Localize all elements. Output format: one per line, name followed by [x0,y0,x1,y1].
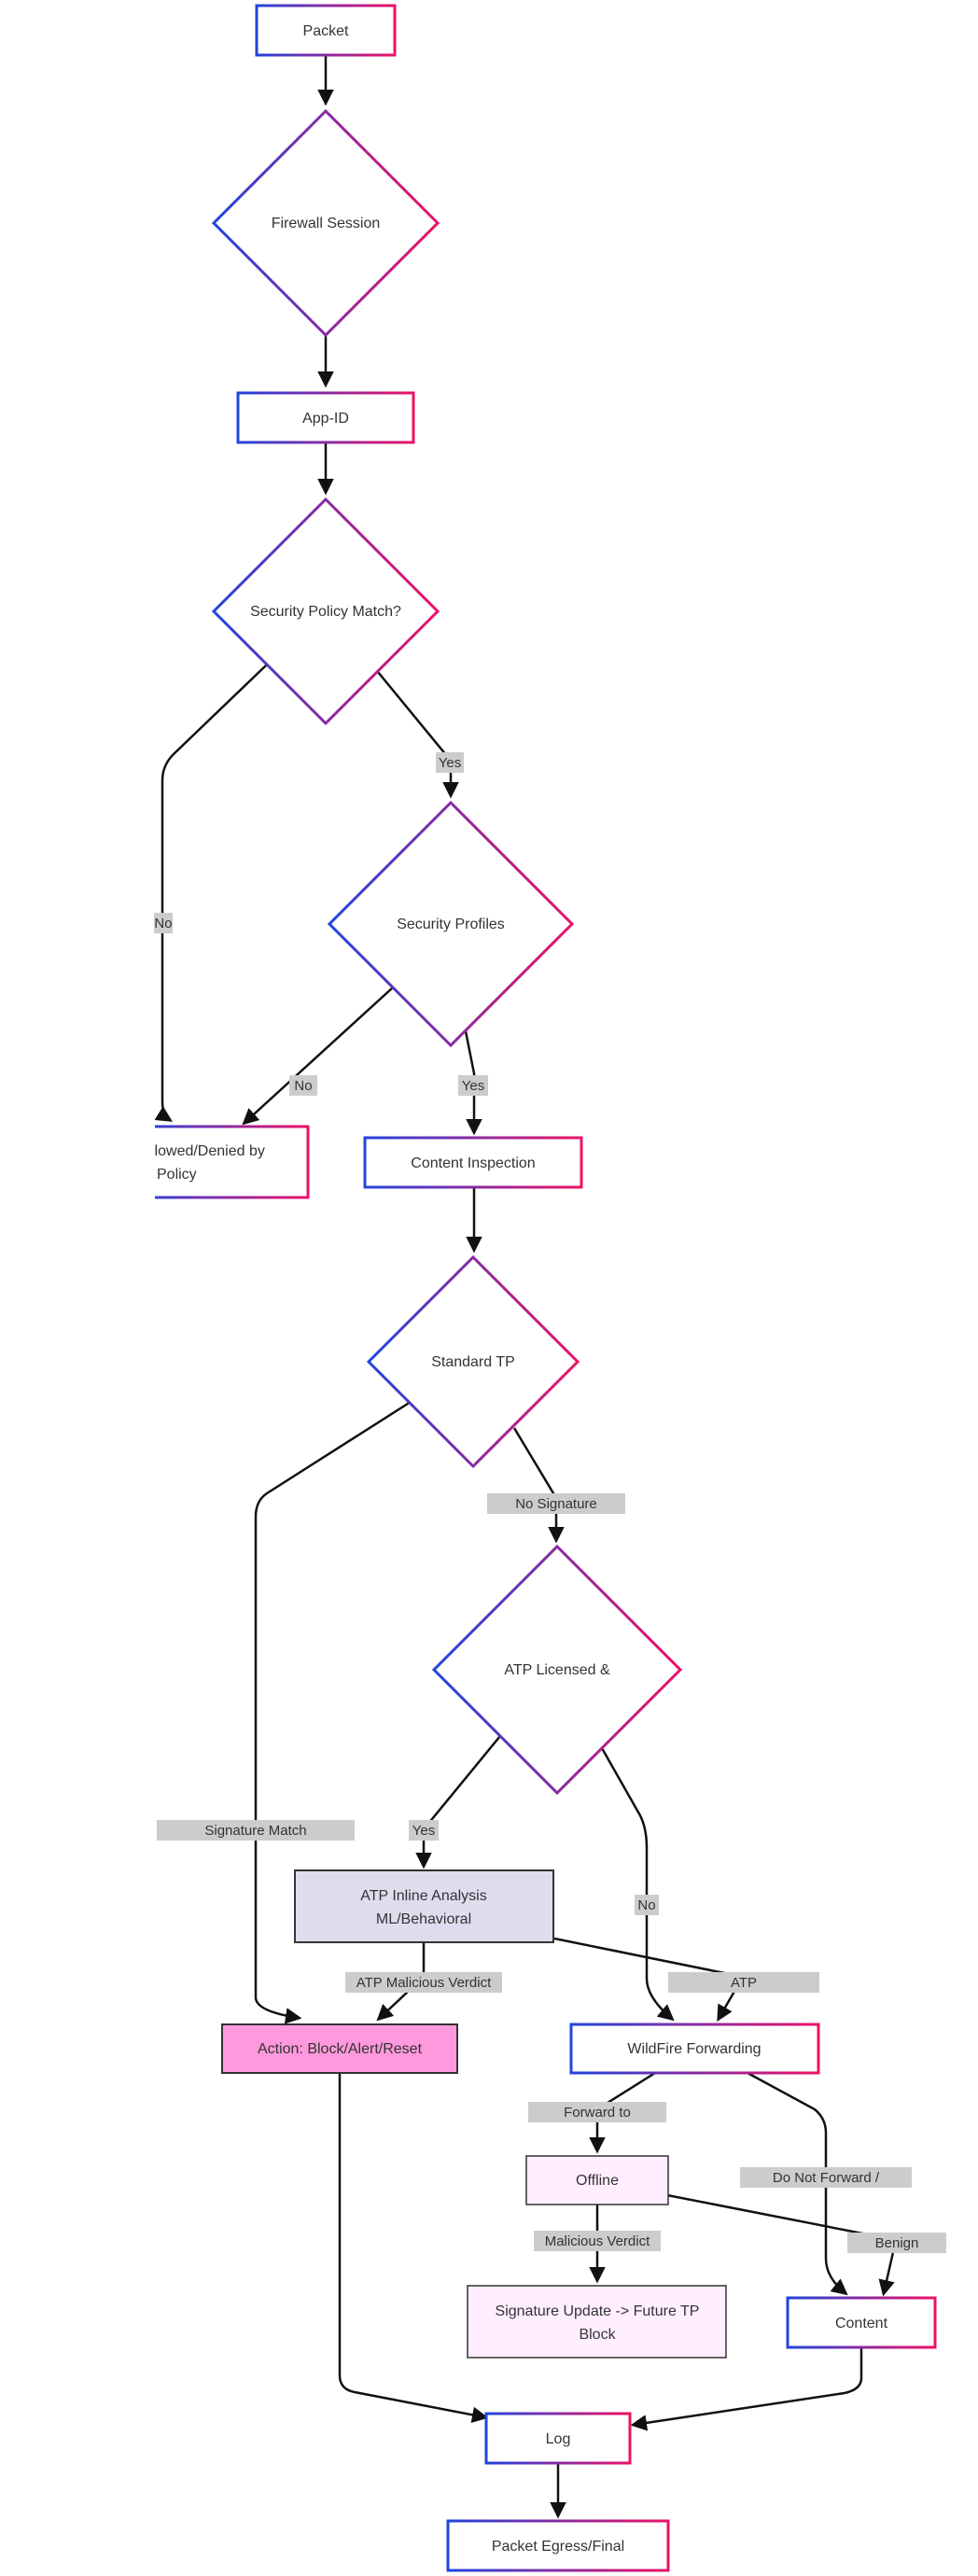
edge-label-yes-policy: Yes [436,752,464,773]
edge-atp-inline [415,1735,501,1869]
svg-text:Signature Update -> Future TP: Signature Update -> Future TP [496,2303,700,2319]
svg-text:No Signature: No Signature [515,1496,597,1512]
node-signature-update: Signature Update -> Future TP Block [467,2285,727,2359]
svg-text:Standard TP: Standard TP [431,1354,515,1370]
edge-content-log [630,2347,863,2431]
svg-text:llowed/Denied by: llowed/Denied by [151,1143,265,1159]
edge-atp-wildfire [600,1747,675,2022]
node-wildfire-forwarding: WildFire Forwarding [569,2023,820,2075]
edge-label-atp: ATP [668,1972,819,1993]
svg-text:Forward to: Forward to [564,2105,631,2121]
node-packet-egress: Packet Egress/Final [446,2519,670,2572]
edge-label-malicious-verdict: Malicious Verdict [534,2231,661,2251]
edge-label-no-atp: No [635,1895,659,1915]
svg-text:Firewall Session: Firewall Session [272,216,380,231]
svg-text:ML/Behavioral: ML/Behavioral [376,1911,471,1927]
svg-text:Packet: Packet [303,23,349,39]
node-firewall-session: Firewall Session [211,108,440,338]
edge-standard-atp [512,1427,565,1544]
node-packet: Packet [255,4,397,57]
svg-text:No: No [154,916,172,931]
edge-label-no-policy: No [154,913,173,933]
svg-text:ATP Inline Analysis: ATP Inline Analysis [360,1888,486,1904]
node-offline: Offline [525,2155,669,2205]
node-atp-licensed: ATP Licensed & [431,1544,683,1796]
edge-label-benign: Benign [847,2233,946,2253]
svg-text:Content: Content [835,2316,888,2331]
edge-profiles-allowed [242,987,394,1126]
edge-label-signature-match: Signature Match [157,1820,355,1841]
nodes: Packet Firewall Session App-ID Security … [136,4,937,2572]
svg-text:Yes: Yes [412,1823,435,1839]
node-security-policy-match: Security Policy Match? [211,497,440,726]
edge-label-no-profiles: No [289,1075,317,1096]
edge-wildfire-content [747,2071,848,2296]
node-standard-tp: Standard TP [366,1254,580,1469]
edge-label-no-signature: No Signature [487,1493,625,1514]
node-atp-inline-analysis: ATP Inline Analysis ML/Behavioral [294,1869,554,1943]
edge-policy-profiles [377,671,459,799]
svg-text:Offline: Offline [576,2173,619,2189]
node-app-id: App-ID [236,391,415,444]
node-security-profiles: Security Profiles [327,800,575,1048]
left-clip-cover [0,1115,155,1209]
svg-text:Benign: Benign [875,2235,919,2251]
svg-text:Do Not Forward /: Do Not Forward / [773,2170,880,2186]
svg-text:Security Profiles: Security Profiles [397,917,505,932]
edge-label-forward-to: Forward to [528,2102,666,2122]
edge-label-yes-profiles: Yes [458,1075,488,1096]
node-content: Content [786,2296,937,2349]
svg-text:App-ID: App-ID [302,411,349,427]
node-allowed-denied: llowed/Denied by Policy [136,1125,310,1199]
node-action-block: Action: Block/Alert/Reset [221,2023,458,2074]
svg-text:ATP Licensed &: ATP Licensed & [504,1662,610,1678]
svg-text:No: No [637,1897,655,1913]
edge-action-log [338,2073,489,2423]
edge-label-do-not-forward: Do Not Forward / [740,2167,912,2188]
edge-policy-allowed [154,664,268,1122]
svg-text:Content Inspection: Content Inspection [411,1155,535,1171]
svg-text:Packet Egress/Final: Packet Egress/Final [492,2539,624,2555]
svg-text:Block: Block [579,2327,616,2343]
edge-label-yes-atp: Yes [409,1820,439,1841]
svg-text:Log: Log [546,2431,571,2447]
svg-text:Policy: Policy [157,1167,197,1183]
svg-text:Yes: Yes [462,1078,484,1094]
svg-text:Signature Match: Signature Match [204,1823,306,1839]
edge-profiles-content [464,1030,482,1136]
svg-text:Malicious Verdict: Malicious Verdict [545,2233,650,2249]
node-log: Log [484,2412,632,2465]
svg-text:ATP Malicious Verdict: ATP Malicious Verdict [356,1975,492,1991]
svg-text:WildFire Forwarding: WildFire Forwarding [627,2041,761,2057]
svg-text:Yes: Yes [439,755,461,771]
svg-text:ATP: ATP [731,1975,757,1991]
edge-labels: Yes No No Yes No Signature Signature Mat… [154,752,946,2253]
svg-text:Security Policy Match?: Security Policy Match? [250,604,401,620]
edge-label-atp-malicious-verdict: ATP Malicious Verdict [345,1972,502,1993]
node-content-inspection: Content Inspection [363,1136,583,1189]
edge-standard-action [254,1400,412,2024]
svg-text:No: No [294,1078,312,1094]
svg-text:Action: Block/Alert/Reset: Action: Block/Alert/Reset [258,2041,423,2057]
